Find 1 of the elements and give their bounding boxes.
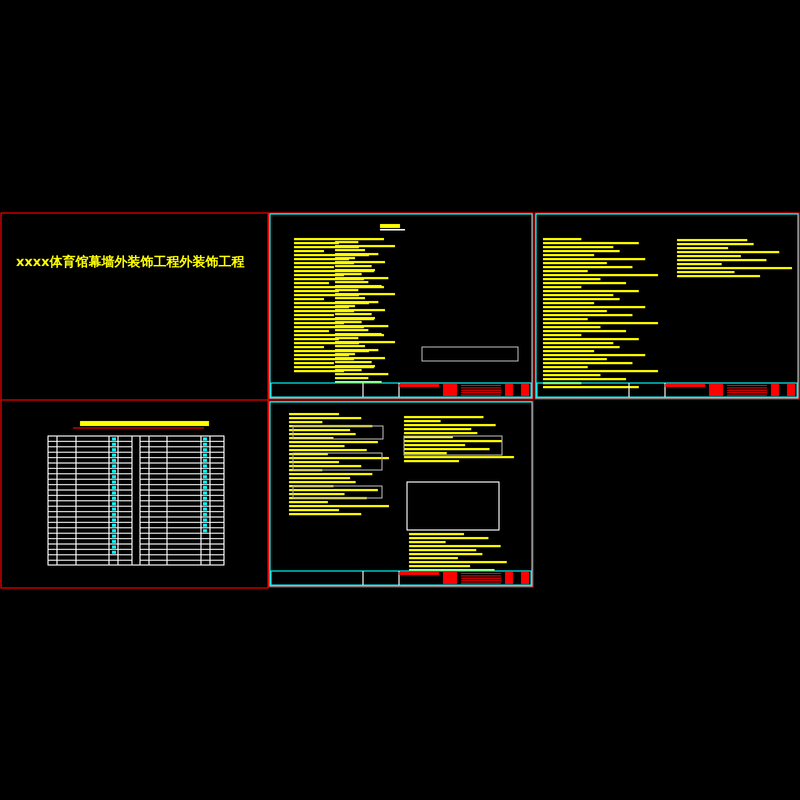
drawing-title: xxxx体育馆幕墙外装饰工程外装饰工程 [16,254,245,271]
